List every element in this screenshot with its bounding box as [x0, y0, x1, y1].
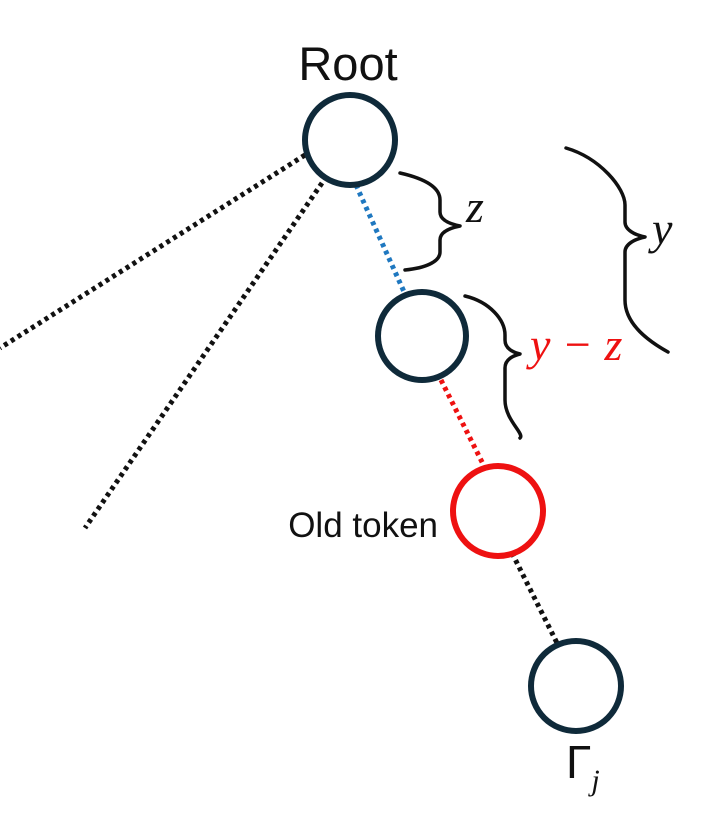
- nodes: [302, 92, 624, 734]
- brace-z: [398, 171, 462, 272]
- edge-middle-old-token: [438, 378, 488, 470]
- root-label: Root: [298, 37, 397, 90]
- middle-node: [375, 289, 469, 383]
- gamma-subscript: j: [587, 764, 599, 797]
- edge-root-offscreen-left-2: [82, 181, 325, 530]
- labels: Root Old token z y y − z Γj: [288, 37, 673, 797]
- edge-root-middle: [353, 183, 408, 296]
- braces: [398, 146, 670, 440]
- z-label: z: [465, 181, 484, 232]
- gamma-node: [528, 638, 624, 734]
- edge-old-token-gamma: [509, 551, 561, 647]
- old-token-node: [450, 463, 546, 559]
- brace-y: [564, 146, 670, 354]
- gamma-base: Γ: [566, 736, 591, 788]
- edge-root-offscreen-left-1: [0, 152, 307, 351]
- y-label: y: [648, 203, 673, 254]
- old-token-label: Old token: [288, 506, 438, 545]
- gamma-label: Γj: [566, 736, 600, 797]
- edges: [0, 152, 561, 647]
- brace-y-minus-z: [463, 294, 523, 440]
- root-node: [302, 92, 398, 188]
- y-minus-z-label: y − z: [526, 319, 622, 370]
